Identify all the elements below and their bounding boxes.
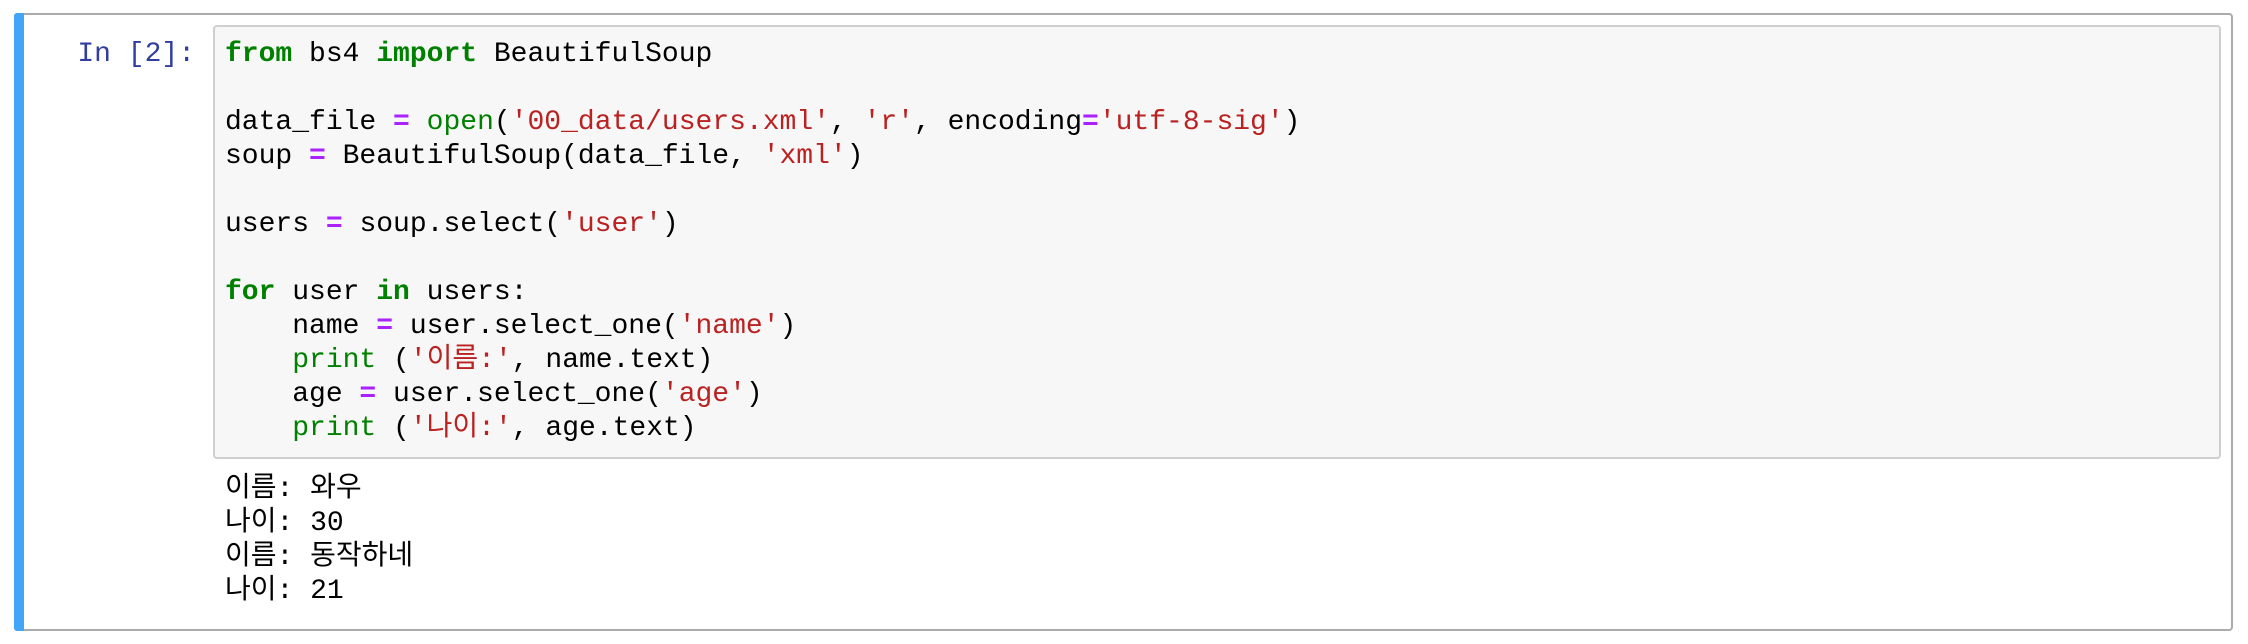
code-line: from bs4 import BeautifulSoup bbox=[225, 39, 713, 70]
selected-cell-indicator bbox=[14, 13, 24, 631]
code-cell[interactable]: In [2]: from bs4 import BeautifulSoup dat… bbox=[14, 13, 2233, 631]
output-line: 이름: 동작하네 bbox=[225, 542, 414, 573]
code-line: soup = BeautifulSoup(data_file, 'xml') bbox=[225, 141, 864, 172]
code-line: print ('나이:', age.text) bbox=[292, 413, 697, 444]
code-line: data_file = open('00_data/users.xml', 'r… bbox=[225, 107, 1301, 138]
code-line bbox=[225, 72, 2209, 106]
code-editor[interactable]: from bs4 import BeautifulSoup data_file =… bbox=[213, 25, 2221, 459]
output-line: 이름: 와우 bbox=[225, 474, 362, 505]
output-line: 나이: 30 bbox=[225, 508, 344, 539]
input-area: In [2]: from bs4 import BeautifulSoup dat… bbox=[24, 25, 2221, 459]
code-line: name = user.select_one('name') bbox=[225, 311, 797, 342]
code-line: for user in users: bbox=[225, 277, 528, 308]
code-content: from bs4 import BeautifulSoup data_file =… bbox=[225, 38, 2209, 446]
code-line bbox=[225, 174, 2209, 208]
input-prompt: In [2]: bbox=[77, 39, 195, 70]
code-line: users = soup.select('user') bbox=[225, 209, 679, 240]
code-line: age = user.select_one('age') bbox=[225, 379, 763, 410]
code-line: print ('이름:', name.text) bbox=[292, 345, 714, 376]
code-line bbox=[225, 242, 2209, 276]
output-line: 나이: 21 bbox=[225, 576, 344, 607]
